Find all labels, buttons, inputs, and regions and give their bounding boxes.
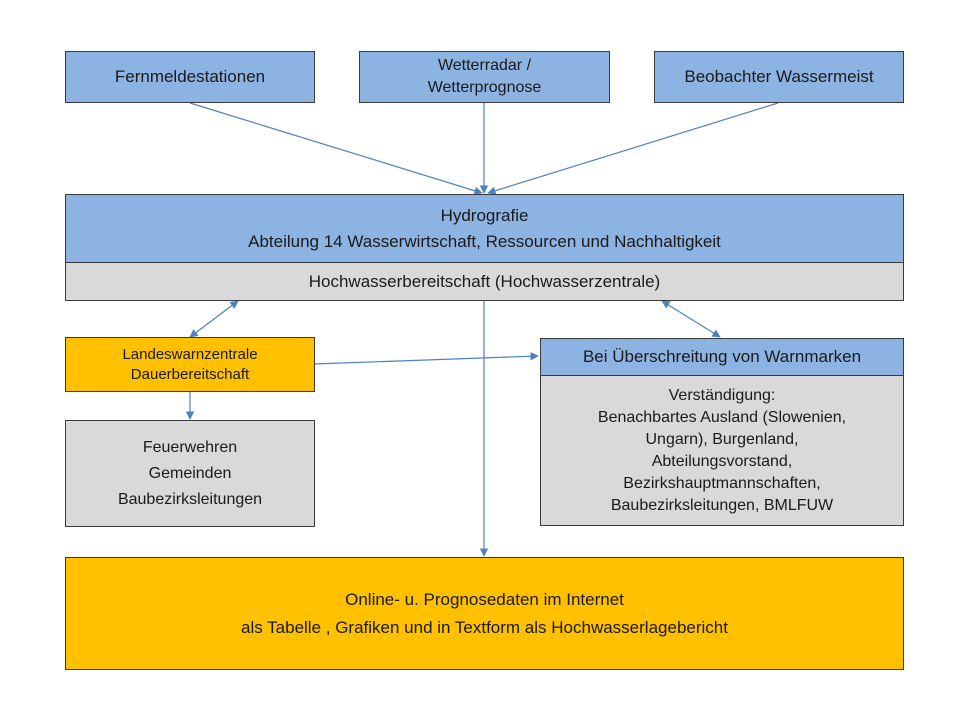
verstaendigung-line: Verständigung: (668, 386, 776, 404)
box-verstaendigung: Verständigung: Benachbartes Ausland (Slo… (540, 375, 904, 526)
wetter-label-line1: Wetterradar / (437, 57, 532, 74)
box-landeswarnzentrale: Landeswarnzentrale Dauerbereitschaft (65, 337, 315, 392)
arrow-lwz-to-warnmarken (313, 352, 539, 365)
verstaendigung-line: Benachbartes Ausland (Slowenien, (597, 408, 847, 426)
online-line2: als Tabelle , Grafiken und in Textform a… (241, 617, 728, 637)
box-hydrografie: Hydrografie Abteilung 14 Wasserwirtschaf… (65, 194, 904, 263)
verstaendigung-line: Ungarn), Burgenland, (645, 430, 799, 448)
arrow-hydro-lwz (189, 300, 239, 338)
fernmelde-label: Fernmeldestationen (114, 67, 266, 86)
beobachter-label: Beobachter Wassermeist (684, 67, 874, 86)
arrow-beobachter-to-hydro (487, 102, 779, 195)
box-hochwasserbereitschaft: Hochwasserbereitschaft (Hochwasserzentra… (65, 262, 904, 301)
verstaendigung-line: Abteilungsvorstand, (651, 452, 793, 470)
online-line1: Online- u. Prognosedaten im Internet (345, 589, 624, 609)
arrow-fernmelde-to-hydro (189, 102, 483, 195)
lwz-line2: Dauerbereitschaft (130, 365, 250, 383)
feuerwehr-line3: Baubezirksleitungen (117, 490, 263, 508)
lwz-line1: Landeswarnzentrale (122, 345, 258, 363)
verstaendigung-line: Bezirkshauptmannschaften, (623, 474, 821, 492)
hydro-title: Hydrografie (440, 205, 529, 225)
box-fernmeldestationen: Fernmeldestationen (65, 51, 315, 103)
box-feuerwehren: Feuerwehren Gemeinden Baubezirksleitunge… (65, 420, 315, 527)
box-beobachter: Beobachter Wassermeist (654, 51, 904, 103)
box-wetterradar: Wetterradar / Wetterprognose (359, 51, 610, 103)
box-warnmarken-header: Bei Überschreitung von Warnmarken (540, 338, 904, 376)
feuerwehr-line2: Gemeinden (148, 464, 232, 482)
arrow-hydro-warnmarken (661, 300, 721, 338)
warnmarken-header: Bei Überschreitung von Warnmarken (582, 347, 862, 366)
feuerwehr-line1: Feuerwehren (142, 438, 238, 456)
hydro-subtitle: Abteilung 14 Wasserwirtschaft, Ressource… (248, 231, 721, 251)
wetter-label-line2: Wetterprognose (427, 79, 542, 96)
box-online-prognosedaten: Online- u. Prognosedaten im Internet als… (65, 557, 904, 670)
verstaendigung-line: Baubezirksleitungen, BMLFUW (610, 496, 834, 514)
bereitschaft-label: Hochwasserbereitschaft (Hochwasserzentra… (308, 271, 661, 291)
